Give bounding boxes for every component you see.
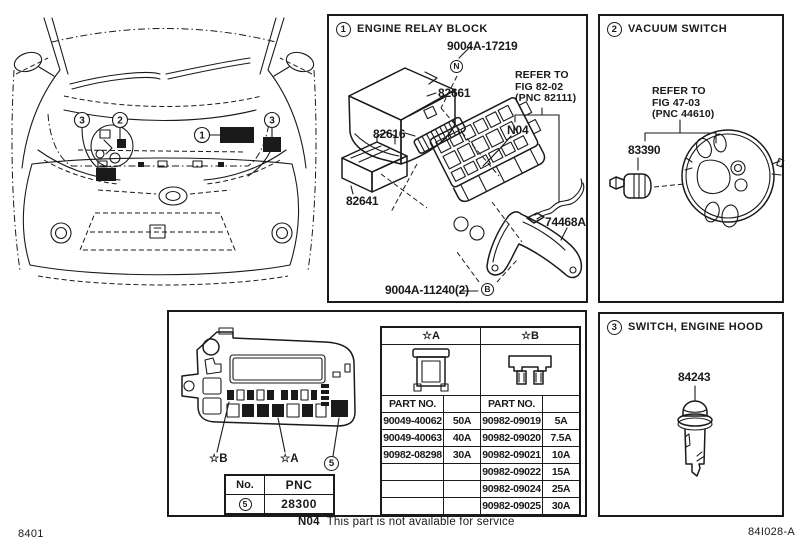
relay-drawing <box>341 131 408 193</box>
callout-star-a: ☆A <box>280 453 299 465</box>
svg-text:3: 3 <box>269 116 275 127</box>
callout-star-b: ☆B <box>209 453 228 465</box>
fuse-table-row <box>382 498 480 514</box>
hood-switch-drawing <box>677 385 713 477</box>
fuse-table-row: 90982-09022 15A <box>481 464 579 481</box>
mini-blade-fuse-icon <box>508 355 552 385</box>
part-label-84243: 84243 <box>678 370 711 384</box>
fuse-table-row: PART NO. <box>382 396 480 413</box>
right-mirror <box>273 51 315 77</box>
section-title-text: VACUUM SWITCH <box>628 23 728 35</box>
fuse-table-column-a: ☆A PART NO. 90049-40062 50A <box>382 328 480 514</box>
fuse-table-row <box>382 464 480 481</box>
part-label-82616: 82616 <box>373 127 406 141</box>
section-engine-relay-block: 1 ENGINE RELAY BLOCK <box>327 14 588 303</box>
fuse-table-row: 90982-09025 30A <box>481 498 579 514</box>
fuse-col-b-icon-cell <box>481 345 579 396</box>
service-note: N04 This part is not available for servi… <box>298 516 515 529</box>
fuse-table-row: 90982-09019 5A <box>481 413 579 430</box>
hood-switch-illustration <box>677 385 713 477</box>
fuse-col-b-header: ☆B <box>481 328 579 345</box>
part-label-83390: 83390 <box>628 143 661 157</box>
hood-switch-right-location-box <box>263 137 281 152</box>
vacuum-switch-illustration <box>609 119 785 228</box>
callout-number-5: 5 <box>324 456 339 471</box>
part-label-82641: 82641 <box>346 194 379 208</box>
car-callout-hood-switch-left: 3 <box>73 111 91 129</box>
refer-note-fig-82-02: REFER TO FIG 82-02 (PNC 82111) <box>515 69 577 104</box>
relay-cover-drawing <box>348 67 456 165</box>
section-title-vacuum-switch: 2 VACUUM SWITCH <box>607 22 727 37</box>
car-callout-relay-block: 1 <box>193 126 211 144</box>
fuse-table-row <box>382 481 480 498</box>
fuse-col-a-header: ☆A <box>382 328 480 345</box>
part-label-9004A-11240: 9004A-11240(2) <box>385 283 469 297</box>
fuse-box-housing <box>181 327 356 427</box>
left-mirror <box>13 51 55 77</box>
booster-cluster <box>90 124 134 168</box>
wire-connector-drawing <box>526 178 585 224</box>
fuse-table-row: 90982-09024 25A <box>481 481 579 498</box>
fuse-table-row: PART NO. <box>481 396 579 413</box>
part-no-header: PART NO. <box>481 396 543 412</box>
svg-text:3: 3 <box>79 116 85 127</box>
relay-block-body-drawing <box>429 97 546 203</box>
fuse-table-column-b: ☆B PART NO. 90982-09019 5A <box>480 328 579 514</box>
refer-note-fig-47-03: REFER TO FIG 47-03 (PNC 44610) <box>652 85 715 120</box>
pnc-col-no-header: No. <box>226 476 265 494</box>
fuse-box-illustration <box>181 327 356 457</box>
fuse-spec-table: ☆A PART NO. 90049-40062 50A <box>380 326 581 516</box>
section-fuse-panel: ☆B ☆A 5 No. PNC 5 28300 ☆A <box>167 310 587 517</box>
part-no-header: PART NO. <box>382 396 444 412</box>
part-label-9004A-17219: 9004A-17219 <box>447 39 518 53</box>
pnc-row-value-cell: 28300 <box>281 497 317 511</box>
part-label-N04: N04 <box>507 123 529 137</box>
part-label-82661: 82661 <box>438 86 471 100</box>
fuse-table-row: 90982-09020 7.5A <box>481 430 579 447</box>
bolt-marker-B: B <box>481 283 494 296</box>
pnc-col-pnc-header: PNC <box>285 478 313 492</box>
section-number-badge: 3 <box>607 320 622 335</box>
vacuum-switch-location-box <box>117 139 126 148</box>
fuse-table-row: 90049-40063 40A <box>382 430 480 447</box>
cartridge-fuse-icon <box>412 348 450 392</box>
svg-text:2: 2 <box>117 116 123 127</box>
fuse-col-a-icon-cell <box>382 345 480 396</box>
pnc-row-number-cell: 5 <box>226 495 265 513</box>
section-title-engine-relay-block: 1 ENGINE RELAY BLOCK <box>336 22 488 37</box>
figure-code: 84I028-A <box>748 526 796 538</box>
section-title-hood-switch: 3 SWITCH, ENGINE HOOD <box>607 320 763 335</box>
vacuum-switch-drawing <box>609 157 652 199</box>
fuse-table-row: 90982-09021 10A <box>481 447 579 464</box>
car-overview-illustration: 3 2 1 3 <box>11 17 317 286</box>
bracket-drawing <box>486 211 583 279</box>
brake-booster-drawing <box>681 129 785 228</box>
pnc-number-badge: 5 <box>238 497 252 511</box>
section-title-text: SWITCH, ENGINE HOOD <box>628 321 764 333</box>
svg-text:1: 1 <box>199 131 205 142</box>
section-number-badge: 2 <box>607 22 622 37</box>
relay-block-location-box <box>220 127 254 143</box>
service-note-code: N04 <box>298 516 320 528</box>
hood-switch-left-location-box <box>96 168 116 181</box>
figure-number: 8401 <box>18 528 44 540</box>
bolt-marker-N: N <box>450 60 463 73</box>
section-hood-switch: 3 SWITCH, ENGINE HOOD 84243 <box>598 312 784 517</box>
section-title-text: ENGINE RELAY BLOCK <box>357 23 488 35</box>
relay-block-illustration <box>341 45 585 292</box>
part-label-74468A: 74468A <box>545 215 586 229</box>
fuse-table-row: 90049-40062 50A <box>382 413 480 430</box>
pnc-table-header: No. PNC <box>226 476 333 495</box>
pnc-table: No. PNC 5 28300 <box>224 474 335 515</box>
pnc-table-row: 5 28300 <box>226 495 333 513</box>
section-vacuum-switch: 2 VACUUM SWITCH <box>598 14 785 303</box>
car-callout-vacuum-switch: 2 <box>111 111 129 129</box>
section-number-badge: 1 <box>336 22 351 37</box>
fuse-table-row: 90982-08298 30A <box>382 447 480 464</box>
service-note-text: This part is not available for service <box>326 516 515 528</box>
car-callout-hood-switch-right: 3 <box>263 111 281 129</box>
